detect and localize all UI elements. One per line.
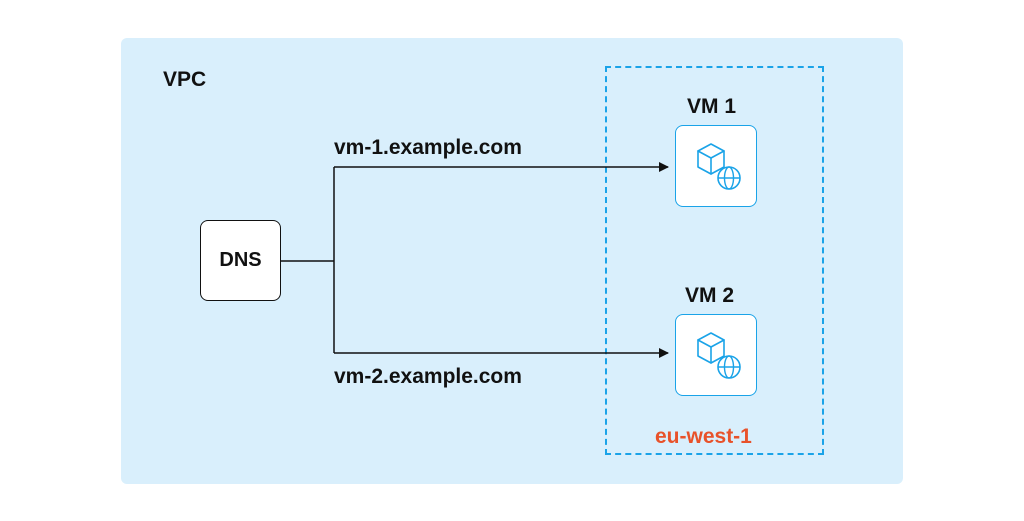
route-1-hostname: vm-1.example.com xyxy=(334,136,522,159)
vm-2-node xyxy=(675,314,757,396)
region-box xyxy=(605,66,824,455)
cube-globe-icon xyxy=(697,332,741,379)
dns-node: DNS xyxy=(200,220,281,301)
vpc-label: VPC xyxy=(163,68,207,91)
vm-2-label: VM 2 xyxy=(685,284,735,307)
vm-1-node xyxy=(675,125,757,207)
vm-1-label: VM 1 xyxy=(687,95,737,118)
cube-globe-icon xyxy=(697,143,741,190)
dns-label: DNS xyxy=(219,249,262,271)
route-2-hostname: vm-2.example.com xyxy=(334,365,522,388)
region-label: eu-west-1 xyxy=(655,425,752,448)
